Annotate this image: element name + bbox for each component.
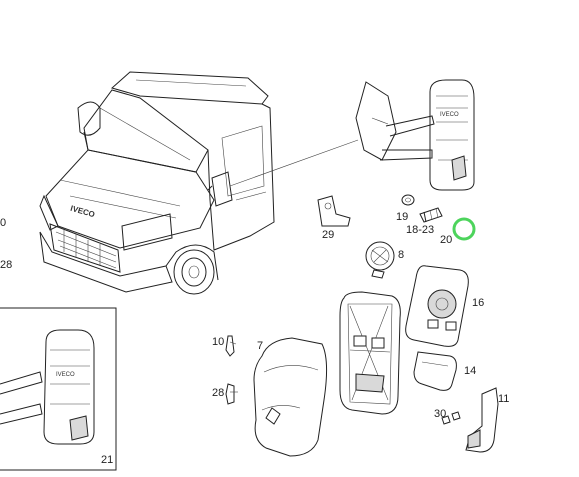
- part-10-clip: [225, 335, 237, 357]
- part-30-screws: [441, 411, 461, 425]
- part-8-motor: [365, 241, 395, 279]
- callout-16: 16: [472, 297, 485, 309]
- callout-18-23: 18-23: [406, 224, 435, 236]
- callout-10-left: 0: [0, 217, 7, 229]
- van-illustration: [39, 71, 275, 295]
- callout-28-left: 28: [0, 259, 13, 271]
- part-19-washer: [401, 194, 415, 206]
- callout-28: 28: [212, 387, 225, 399]
- mirror-housing: [339, 291, 401, 415]
- callout-8: 8: [398, 249, 405, 261]
- part-11-indicator: [465, 387, 499, 453]
- callout-20: 20: [440, 234, 453, 246]
- part-29-bracket: [317, 195, 351, 227]
- mirror-brand-text: IVECO: [440, 112, 459, 118]
- callout-30: 30: [434, 408, 447, 420]
- callout-21: 21: [101, 454, 114, 466]
- callout-19: 19: [396, 211, 409, 223]
- callout-10: 10: [212, 336, 225, 348]
- leader-line: [229, 139, 359, 187]
- part-18-23-bolt: [419, 207, 443, 223]
- callout-14: 14: [464, 365, 477, 377]
- part-14-cover-plate: [413, 351, 457, 391]
- inset-box: [0, 307, 117, 471]
- part-28-clip: [225, 383, 238, 405]
- callout-11: 11: [498, 393, 510, 405]
- inset-brand-text: IVECO: [56, 372, 75, 378]
- part-16-glass: [405, 265, 469, 347]
- mirror-assembly: [355, 79, 475, 191]
- callout-29: 29: [322, 229, 335, 241]
- part-20-highlighted: [452, 217, 476, 241]
- callout-7: 7: [257, 340, 264, 352]
- part-7-cover: [253, 337, 328, 457]
